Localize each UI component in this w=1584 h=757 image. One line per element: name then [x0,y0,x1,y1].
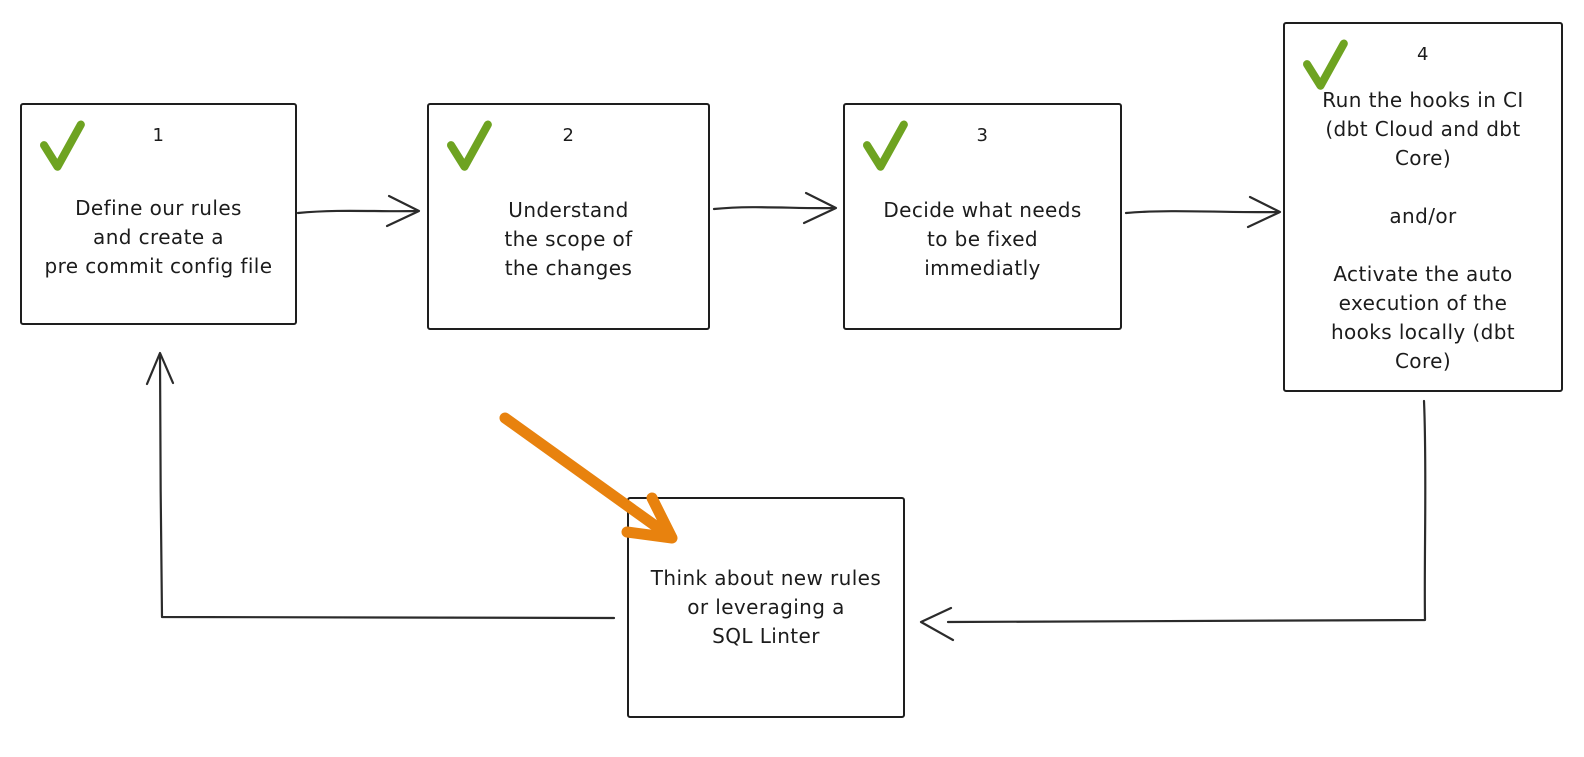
step-text: Decide what needs to be fixed immediatly [883,198,1082,280]
feedback-text: Think about new rules or leveraging a SQ… [650,566,882,648]
arrow-step2-to-step3 [712,191,838,225]
check-stroke [863,120,908,171]
step-box-2: 2 Understand the scope of the changes [427,103,710,330]
step-number: 2 [562,125,575,146]
step-box-1: 1 Define our rules and create a pre comm… [20,103,297,325]
arrow-step1-to-step2 [296,194,421,228]
step-box-4: 4 Run the hooks in CI (dbt Cloud and dbt… [1283,22,1563,392]
arrow-feedback-to-step1 [145,351,616,620]
arrow-step3-to-step4 [1124,195,1282,229]
step-number: 4 [1417,44,1429,65]
check-icon [863,120,908,171]
check-stroke [40,120,85,171]
step-text: Define our rules and create a pre commit… [44,195,273,278]
arrow-step4-to-feedback [919,399,1427,642]
step-text: Run the hooks in CI (dbt Cloud and dbt C… [1322,88,1524,373]
check-icon [40,120,85,171]
check-icon [1303,39,1348,90]
feedback-box: Think about new rules or leveraging a SQ… [627,497,905,718]
step-text: Understand the scope of the changes [504,198,633,280]
check-stroke [447,120,492,171]
step-box-3: 3 Decide what needs to be fixed immediat… [843,103,1122,330]
check-icon [447,120,492,171]
step-number: 1 [152,125,165,146]
check-stroke [1303,39,1348,90]
step-number: 3 [976,125,989,146]
